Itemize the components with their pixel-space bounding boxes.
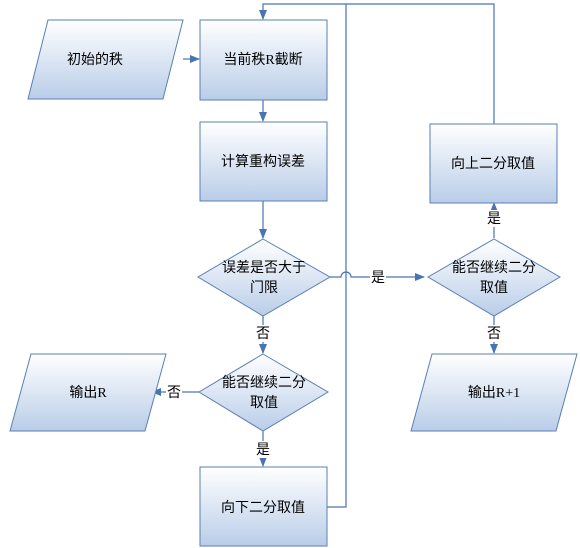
edge-label-error-no: 否 <box>256 327 270 342</box>
error-check-decision: 误差是否大于 门限 <box>197 238 332 317</box>
output-r-plus-1-label: 输出R+1 <box>468 385 520 401</box>
edge-label-right-no: 否 <box>487 327 501 342</box>
bisect-up-label: 向上二分取值 <box>451 156 535 172</box>
compute-error-node: 计算重构误差 <box>199 121 328 202</box>
truncate-node: 当前秩R截断 <box>199 19 328 101</box>
continue-left-label-line2: 取值 <box>250 395 278 411</box>
continue-left-label-line1: 能否继续二分 <box>222 374 306 391</box>
bisect-up-node: 向上二分取值 <box>429 123 558 204</box>
bisect-down-node: 向下二分取值 <box>199 466 328 547</box>
continue-right-label-line1: 能否继续二分 <box>452 259 536 276</box>
initial-rank-node: 初始的秩 <box>27 19 184 100</box>
continue-right-decision: 能否继续二分 取值 <box>427 238 561 317</box>
bisect-down-label: 向下二分取值 <box>221 500 305 516</box>
continue-right-label-line2: 取值 <box>480 280 508 296</box>
edge-label-left-no: 否 <box>167 386 181 401</box>
output-r-label: 输出R <box>69 385 107 401</box>
truncate-label: 当前秩R截断 <box>223 51 302 68</box>
edge-up-loop-back <box>346 3 495 124</box>
compute-error-label: 计算重构误差 <box>221 154 305 170</box>
error-check-label-line2: 门限 <box>250 280 278 296</box>
edge-label-right-yes: 是 <box>487 212 501 227</box>
edge-label-error-yes: 是 <box>371 271 385 286</box>
initial-rank-label: 初始的秩 <box>67 51 123 68</box>
continue-left-decision: 能否继续二分 取值 <box>198 353 329 432</box>
error-check-label-line1: 误差是否大于 <box>222 260 306 276</box>
edge-label-left-yes: 是 <box>256 443 270 458</box>
output-r-plus-1-node: 输出R+1 <box>410 353 578 432</box>
output-r-node: 输出R <box>9 353 167 432</box>
